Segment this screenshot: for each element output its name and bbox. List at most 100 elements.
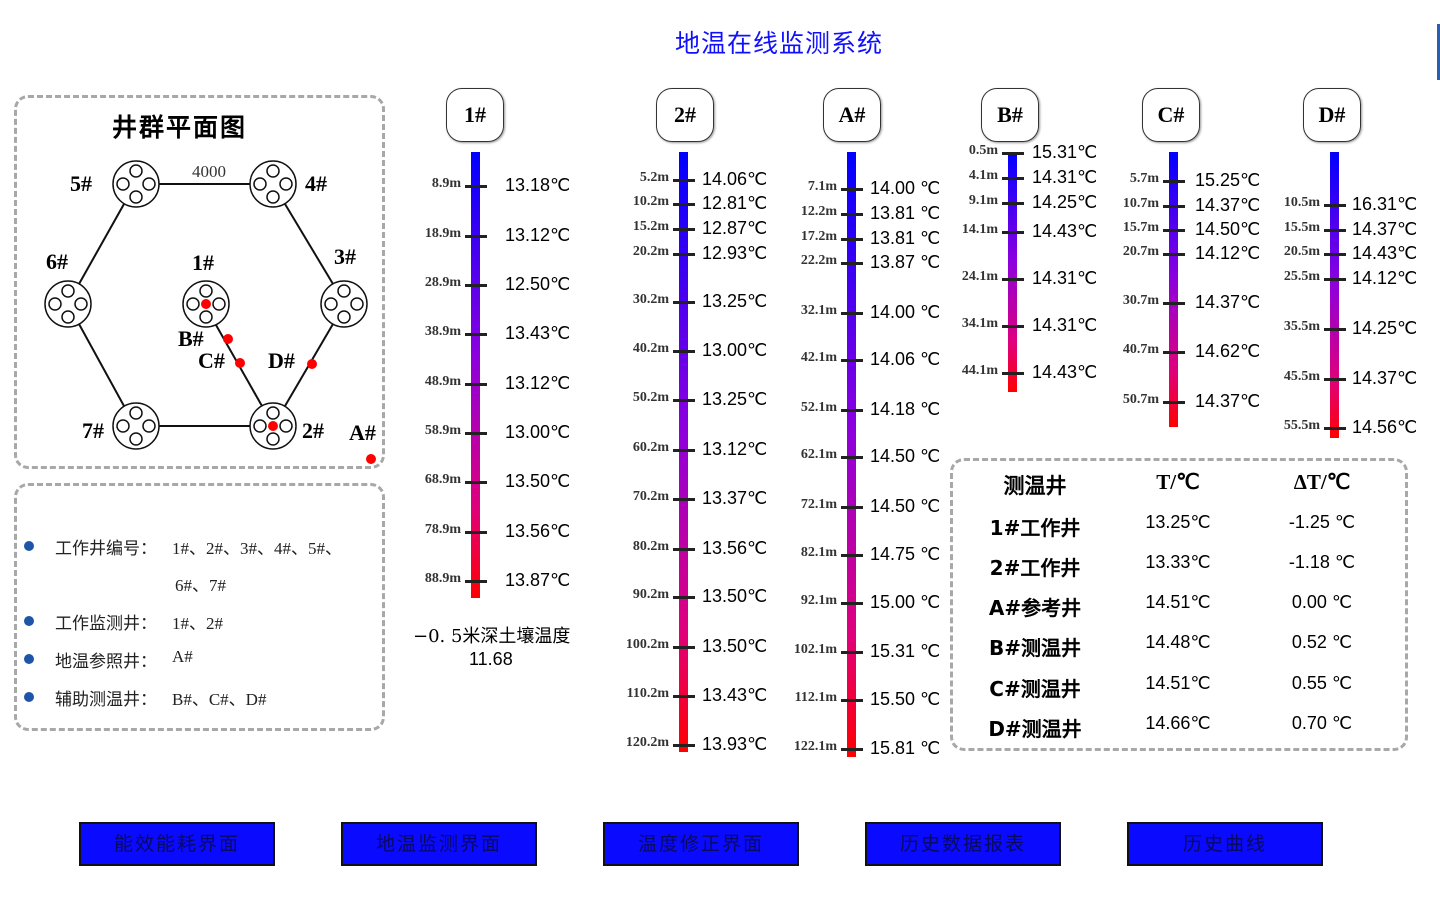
temperature-reading: 13.56℃ <box>702 538 768 558</box>
ground-temp-monitor-button[interactable]: 地温监测界面 <box>341 822 537 866</box>
depth-tick <box>1163 253 1185 256</box>
depth-label: 25.5m <box>1283 269 1320 284</box>
depth-tick <box>465 383 487 386</box>
depth-label: 92.1m <box>800 593 837 608</box>
temperature-reading: 13.12℃ <box>505 225 571 245</box>
depth-tick <box>841 748 863 751</box>
legend-label: 工作监测井： <box>55 614 157 634</box>
temperature-reading: 14.31℃ <box>1032 167 1098 187</box>
depth-label: 15.2m <box>632 219 669 234</box>
depth-tick <box>465 235 487 238</box>
temperature-reading: 15.31℃ <box>1032 142 1098 162</box>
depth-label: 112.1m <box>794 690 837 705</box>
history-curve-button[interactable]: 历史曲线 <box>1127 822 1323 866</box>
well-label: 1# <box>192 250 214 275</box>
depth-tick <box>673 253 695 256</box>
table-cell: -1.25 ℃ <box>1288 512 1356 532</box>
temperature-reading: 13.56℃ <box>505 521 571 541</box>
page-title: 地温在线监测系统 <box>674 29 883 58</box>
temperature-reading: 13.50℃ <box>702 586 768 606</box>
table-row-label: D#测温井 <box>988 717 1082 741</box>
depth-label: 70.2m <box>632 489 669 504</box>
temperature-reading: 12.50℃ <box>505 274 571 294</box>
table-row-label: 1#工作井 <box>989 516 1081 540</box>
temperature-reading: 14.43℃ <box>1352 243 1418 263</box>
temperature-reading: 12.87℃ <box>702 218 768 238</box>
depth-tick <box>1002 152 1024 155</box>
temperature-reading: 15.81 ℃ <box>870 738 941 758</box>
depth-label: 50.7m <box>1122 392 1159 407</box>
well-c-header[interactable]: C# <box>1142 88 1200 142</box>
history-report-button[interactable]: 历史数据报表 <box>865 822 1061 866</box>
table-header: 测温井 <box>1003 473 1067 498</box>
temperature-reading: 14.75 ℃ <box>870 544 941 564</box>
depth-tick <box>1324 204 1346 207</box>
temperature-reading: 13.93℃ <box>702 734 768 754</box>
well-d-header[interactable]: D# <box>1303 88 1361 142</box>
temperature-reading: 15.50 ℃ <box>870 689 941 709</box>
depth-tick <box>1324 328 1346 331</box>
depth-label: 40.7m <box>1122 342 1159 357</box>
temperature-reading: 14.50 ℃ <box>870 496 941 516</box>
well-a-header[interactable]: A# <box>823 88 881 142</box>
well-b-thermometer-bar <box>1008 152 1017 392</box>
depth-label: 34.1m <box>961 316 998 331</box>
depth-label: 9.1m <box>968 193 998 208</box>
temp-correction-button[interactable]: 温度修正界面 <box>603 822 799 866</box>
depth-tick <box>673 498 695 501</box>
well-map-panel <box>14 95 385 469</box>
depth-tick <box>1324 229 1346 232</box>
temperature-reading: 14.62℃ <box>1195 341 1261 361</box>
legend-label: 辅助测温井： <box>55 690 157 710</box>
well-label: 4# <box>305 171 327 196</box>
depth-label: 5.2m <box>639 170 669 185</box>
depth-tick <box>673 203 695 206</box>
depth-label: 15.7m <box>1122 220 1159 235</box>
depth-label: 102.1m <box>793 642 837 657</box>
monitor-point-C-marker <box>235 358 245 368</box>
depth-tick <box>673 399 695 402</box>
depth-label: 10.7m <box>1122 196 1159 211</box>
temperature-reading: 13.12℃ <box>505 373 571 393</box>
depth-tick <box>841 554 863 557</box>
depth-tick <box>1324 278 1346 281</box>
table-header: T/℃ <box>1156 470 1200 494</box>
sensor-marker <box>201 299 211 309</box>
depth-label: 30.2m <box>632 292 669 307</box>
depth-label: 14.1m <box>961 222 998 237</box>
depth-tick <box>841 409 863 412</box>
depth-label: 44.1m <box>961 363 998 378</box>
temperature-reading: 14.12℃ <box>1195 243 1261 263</box>
well-b-header[interactable]: B# <box>981 88 1039 142</box>
depth-label: 24.1m <box>961 269 998 284</box>
legend-value: 1#、2#、3#、4#、5#、 <box>172 539 342 558</box>
temperature-reading: 14.18 ℃ <box>870 399 941 419</box>
depth-label: 15.5m <box>1283 220 1320 235</box>
depth-tick <box>1163 229 1185 232</box>
well-2-header[interactable]: 2# <box>656 88 714 142</box>
monitor-point-B-marker <box>223 334 233 344</box>
well-6-icon <box>44 280 92 328</box>
temperature-reading: 15.00 ℃ <box>870 592 941 612</box>
summary-table-panel <box>950 458 1408 751</box>
depth-label: 45.5m <box>1283 369 1320 384</box>
depth-tick <box>1163 180 1185 183</box>
depth-label: 5.7m <box>1129 171 1159 186</box>
table-cell: 0.70 ℃ <box>1291 713 1353 733</box>
scrollbar[interactable] <box>1437 24 1440 80</box>
table-cell: -1.18 ℃ <box>1288 552 1356 572</box>
depth-tick <box>673 449 695 452</box>
depth-label: 55.5m <box>1283 418 1320 433</box>
table-cell: 0.00 ℃ <box>1291 592 1353 612</box>
depth-label: 100.2m <box>625 637 669 652</box>
well-4-icon <box>249 160 297 208</box>
well-map-title: 井群平面图 <box>112 113 248 142</box>
depth-label: 90.2m <box>632 587 669 602</box>
monitor-point-label: C# <box>198 348 225 373</box>
well-c-thermometer-bar <box>1169 152 1178 427</box>
depth-tick <box>841 188 863 191</box>
well-1-header[interactable]: 1# <box>446 88 504 142</box>
energy-consumption-button[interactable]: 能效能耗界面 <box>79 822 275 866</box>
depth-tick <box>465 531 487 534</box>
surface-temp-value: 11.68 <box>469 649 513 669</box>
